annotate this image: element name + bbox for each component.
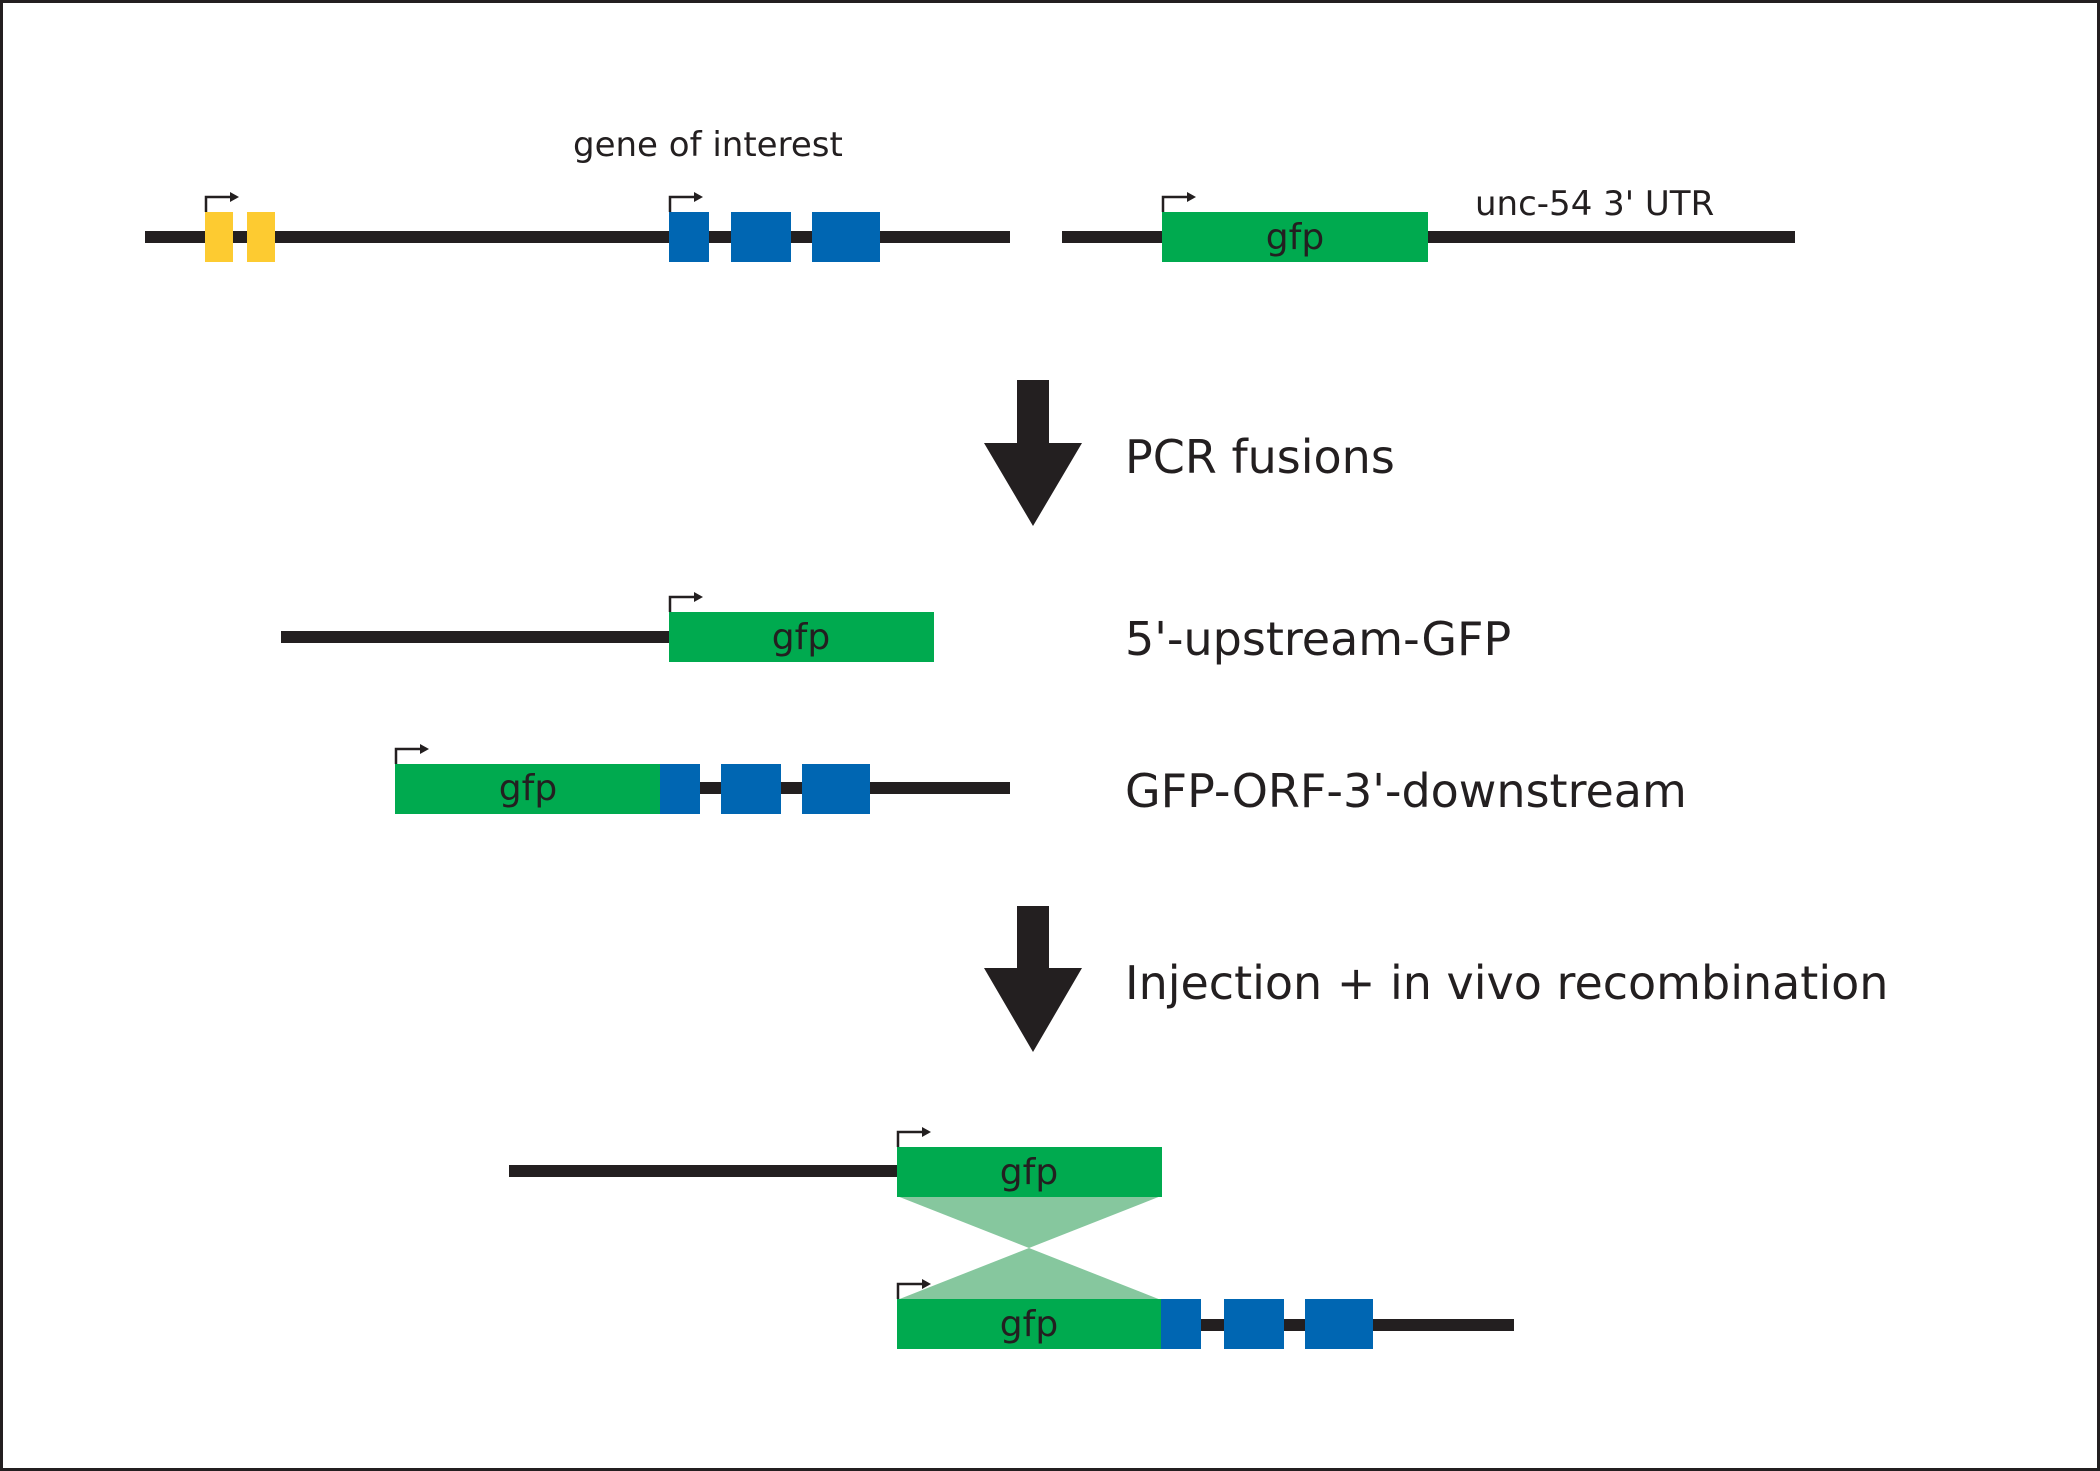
- orf-downstream-label: GFP-ORF-3'-downstream: [1125, 764, 1687, 818]
- recombination-lower-fragment: gfp: [896, 1279, 1514, 1349]
- gene-of-interest-label: gene of interest: [573, 125, 843, 165]
- gfp-label: gfp: [1000, 1152, 1058, 1193]
- gfp-box: [897, 1147, 1162, 1197]
- genomic-locus: gene of interest: [145, 125, 1010, 262]
- promoter-arrow-icon: [668, 592, 703, 612]
- down-arrow-icon: [984, 380, 1082, 526]
- promoter-arrow-icon: [896, 1127, 931, 1147]
- promoter-arrow-icon: [394, 744, 429, 764]
- blue-exon: [1161, 1299, 1201, 1349]
- promoter-arrow-icon: [896, 1279, 931, 1299]
- gfp-label: gfp: [772, 617, 830, 658]
- promoter-arrow-icon: [668, 192, 703, 212]
- dna-line: [281, 631, 671, 643]
- orf-downstream-product: gfp: [394, 744, 1010, 814]
- blue-exon: [660, 764, 700, 814]
- crossover-shading: [897, 1196, 1161, 1248]
- blue-exon: [721, 764, 781, 814]
- dna-line: [509, 1165, 901, 1177]
- promoter-arrow-icon: [1161, 192, 1196, 212]
- recombination-crossover: [897, 1196, 1161, 1300]
- blue-exon: [802, 764, 870, 814]
- blue-exon: [731, 212, 791, 262]
- recombination-upper-fragment: gfp: [509, 1127, 1162, 1197]
- blue-exon: [669, 212, 709, 262]
- blue-exon: [1305, 1299, 1373, 1349]
- blue-exon: [1224, 1299, 1284, 1349]
- yellow-exon: [247, 212, 275, 262]
- gfp-label: gfp: [1266, 217, 1324, 258]
- pcr-fusions-label: PCR fusions: [1125, 430, 1395, 484]
- gfp-box: [395, 764, 662, 814]
- gfp-box: [897, 1299, 1162, 1349]
- yellow-exon: [205, 212, 233, 262]
- injection-label: Injection + in vivo recombination: [1125, 956, 1888, 1010]
- gfp-box: [1162, 212, 1428, 262]
- gfp-label: gfp: [499, 768, 557, 809]
- gfp-vector: gfp unc-54 3' UTR: [1062, 184, 1795, 262]
- upstream-gfp-label: 5'-upstream-GFP: [1125, 612, 1511, 666]
- down-arrow-icon: [984, 906, 1082, 1052]
- blue-exon: [812, 212, 880, 262]
- gfp-box: [669, 612, 934, 662]
- gfp-label: gfp: [1000, 1304, 1058, 1345]
- upstream-gfp-product: gfp: [281, 592, 934, 662]
- crossover-shading: [897, 1248, 1161, 1300]
- utr-label: unc-54 3' UTR: [1475, 184, 1714, 224]
- dna-line: [145, 231, 1010, 243]
- promoter-arrow-icon: [204, 192, 239, 212]
